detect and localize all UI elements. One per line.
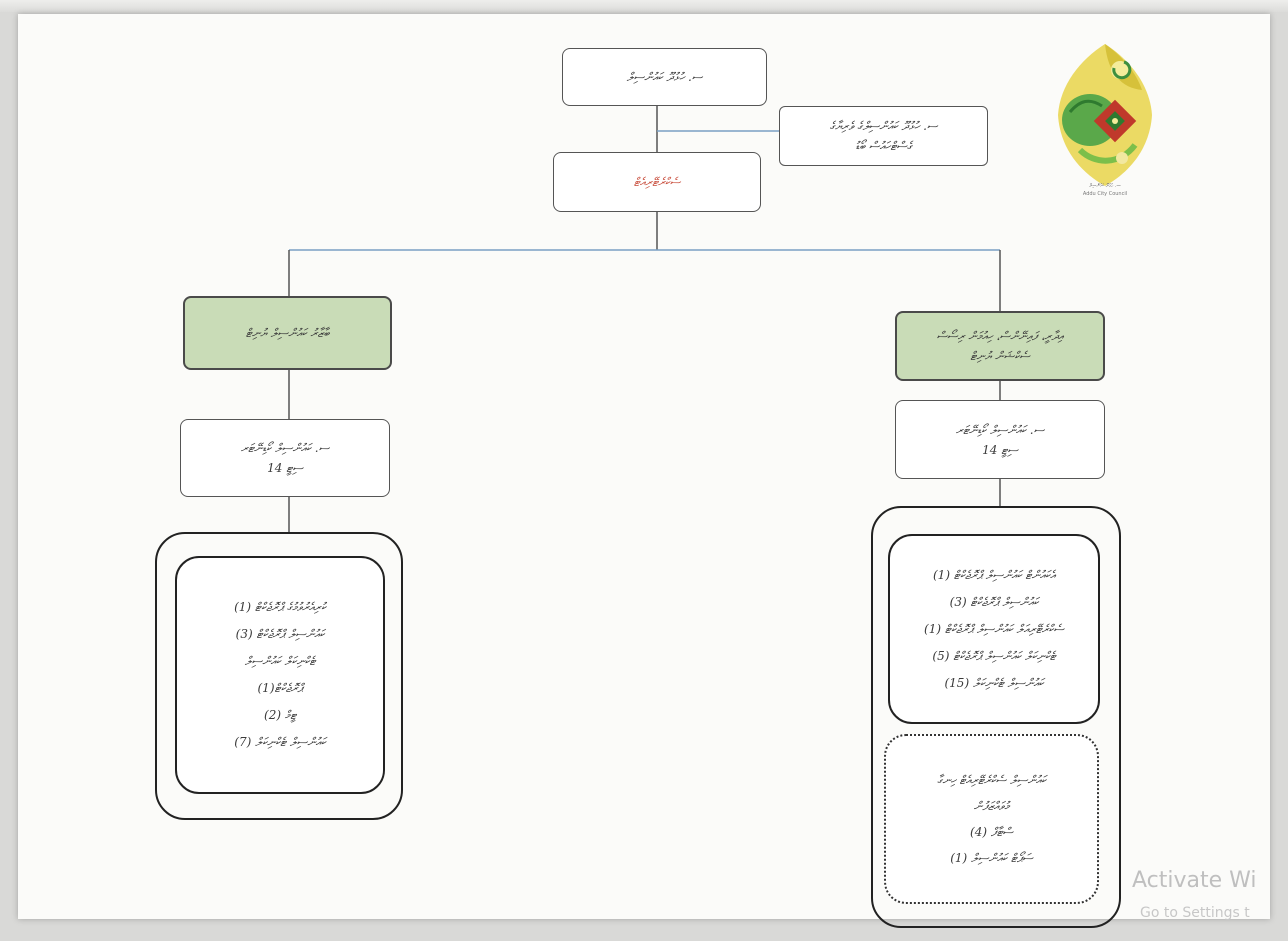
right-unit-title-node: އިދާރީ، ފައިނޭންސް، ހިއުމަން ރިސޯސް ސެކް… xyxy=(895,311,1105,381)
left-staff-item: ޕްރޮޖެކްޓް(1) xyxy=(257,681,303,695)
secretariat-node: ސެކްރެޓޭރިއެޓް xyxy=(553,152,761,212)
activate-windows-settings-hint: Go to Settings t xyxy=(1140,905,1250,921)
right-support-item: މުވައްޒަފުން xyxy=(973,799,1010,813)
right-support-item: ސްޓާފް (4) xyxy=(970,825,1013,839)
logo-caption-line1: ސ. ހުޅުދޫ ކައުންސިލް xyxy=(1089,183,1121,189)
right-unit-head-line1: ސ. ކައުންސިލް ކޯޑިނޭޓަރ xyxy=(955,422,1045,437)
right-unit-title-line1: އިދާރީ، ފައިނޭންސް، ހިއުމަން ރިސޯސް xyxy=(936,329,1064,343)
council-emblem-icon xyxy=(1058,44,1152,186)
left-staff-item: ކުރިއެރުވުމުގެ ޕްރޮޖެކްޓް (1) xyxy=(234,600,326,614)
activate-windows-watermark: Activate Wi xyxy=(1132,868,1257,893)
right-unit-head-line2: ސިޓީ 14 xyxy=(982,442,1018,457)
advisory-board-line2: ގެސްޓްހައުސް ބޯޑު xyxy=(855,139,912,153)
right-support-list: ކައުންސިލް ސެކްރެޓޭރިއެޓް ހިނގާ މުވައްޒަ… xyxy=(884,734,1099,904)
right-support-item: ކައުންސިލް ސެކްރެޓޭރިއެޓް ހިނގާ xyxy=(937,773,1046,787)
right-staff-group xyxy=(871,506,1121,928)
right-staff-list: އެކައުންޓް ކައުންސިލް ޕްރޮޖެކްޓް (1) ކައ… xyxy=(888,534,1100,724)
left-staff-list: ކުރިއެރުވުމުގެ ޕްރޮޖެކްޓް (1) ކައުންސިލް… xyxy=(175,556,385,794)
left-unit-title: ބާޒާރު ކައުންސިލް ޔުނިޓް xyxy=(245,326,330,340)
right-staff-item: ޓެކްނިކަލް ކައުންސިލް ޕްރޮޖެކްޓް (5) xyxy=(932,648,1056,663)
left-unit-head-line1: ސ. ކައުންސިލް ކޯޑިނޭޓަރ xyxy=(240,441,330,455)
right-staff-item: ކައުންސިލް ޕްރޮޖެކްޓް (3) xyxy=(949,594,1039,609)
right-staff-item: ކައުންސިލް ޓެކްނިކަލް (15) xyxy=(944,675,1044,690)
left-staff-group xyxy=(155,532,403,820)
secretariat-label: ސެކްރެޓޭރިއެޓް xyxy=(633,175,681,189)
advisory-board-node: ސ. ހުޅުދޫ ކައުންސިލްގެ ވެރިޔާގެ ގެސްޓްހަ… xyxy=(779,106,988,166)
right-staff-item: އެކައުންޓް ކައުންސިލް ޕްރޮޖެކްޓް (1) xyxy=(932,567,1056,582)
left-unit-title-node: ބާޒާރު ކައުންސިލް ޔުނިޓް xyxy=(183,296,392,370)
left-staff-item: ޓެކްނިކަލް ކައުންސިލް xyxy=(244,654,316,668)
right-unit-title-line2: ސެކްޝަން ޔުނިޓް xyxy=(970,349,1030,363)
logo-caption-line2: Addu City Council xyxy=(1082,191,1128,197)
right-support-item: ސަޕޯޓް ކައުންސިލް (1) xyxy=(950,851,1033,865)
right-staff-item: ސެކްރެޓޭރިއަލް ކައުންސިލް ޕްރޮޖެކްޓް (1) xyxy=(924,621,1064,636)
left-staff-item: ކައުންސިލް ޓެކްނިކަލް (7) xyxy=(234,735,326,749)
top-council-node: ސ. ހުޅުދޫ ކައުންސިލް xyxy=(562,48,767,106)
left-unit-head-node: ސ. ކައުންސިލް ކޯޑިނޭޓަރ ސިޓީ 14 xyxy=(180,419,390,497)
left-staff-item: ޓީމް (2) xyxy=(264,708,296,722)
window-top-strip xyxy=(0,0,1288,12)
advisory-board-line1: ސ. ހުޅުދޫ ކައުންސިލްގެ ވެރިޔާގެ xyxy=(829,119,938,133)
right-unit-head-node: ސ. ކައުންސިލް ކޯޑިނޭޓަރ ސިޓީ 14 xyxy=(895,400,1105,479)
left-staff-item: ކައުންސިލް ޕްރޮޖެކްޓް (3) xyxy=(235,627,325,641)
left-unit-head-line2: ސިޓީ 14 xyxy=(267,461,303,475)
top-council-label: ސ. ހުޅުދޫ ކައުންސިލް xyxy=(626,70,703,84)
logo-caption: ސ. ހުޅުދޫ ކައުންސިލް Addu City Council xyxy=(1025,182,1185,198)
